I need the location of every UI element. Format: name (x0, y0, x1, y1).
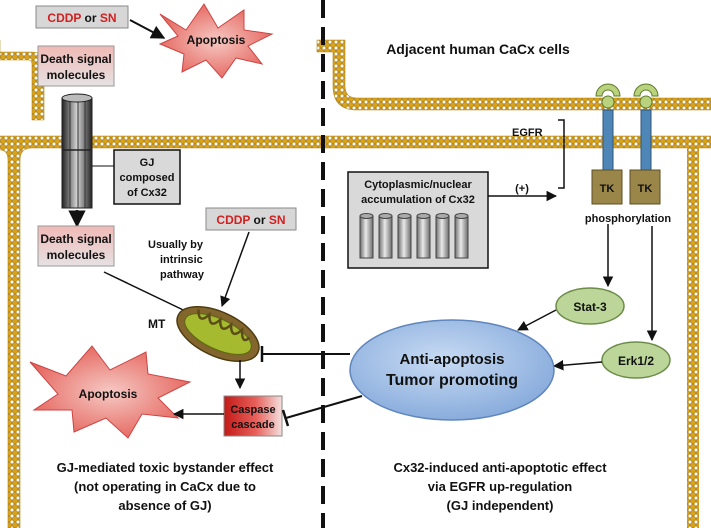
membrane-top-left (0, 40, 45, 121)
membrane-right-edge (687, 148, 699, 528)
right-footer: Cx32-induced anti-apoptotic effect via E… (393, 460, 607, 513)
plus-label: (+) (515, 183, 529, 195)
left-footer: GJ-mediated toxic bystander effect (not … (57, 460, 274, 513)
adjacent-cells-label: Adjacent human CaCx cells (386, 41, 570, 57)
svg-text:Death signal: Death signal (40, 52, 111, 66)
membrane-middle (0, 135, 711, 528)
egfr-receptor-2: TK (629, 83, 661, 205)
phosphorylation-label: phosphorylation (585, 213, 671, 225)
death-signal-box-top: Death signal molecules (37, 45, 115, 87)
caspase-cascade-box: Caspase cascade (223, 395, 283, 437)
svg-text:Cytoplasmic/nuclear: Cytoplasmic/nuclear (364, 179, 472, 191)
erk-node: Erk1/2 (601, 341, 671, 379)
mitochondrion (176, 305, 260, 363)
svg-text:CDDP or SN: CDDP or SN (47, 11, 116, 25)
svg-text:molecules: molecules (47, 68, 106, 82)
svg-text:Stat-3: Stat-3 (573, 300, 607, 314)
death-signal-box: Death signal molecules (37, 225, 115, 267)
apoptosis-burst-bottom: Apoptosis (29, 345, 192, 439)
membrane-top-right (316, 39, 711, 111)
svg-text:composed: composed (119, 172, 174, 184)
cell-membranes (0, 39, 711, 528)
svg-text:Death signal: Death signal (40, 232, 111, 246)
svg-text:intrinsic: intrinsic (160, 254, 203, 266)
svg-text:CDDP or SN: CDDP or SN (216, 213, 285, 227)
arrow-drug-to-mt (220, 231, 250, 307)
drug-box-top: CDDP or SN (35, 5, 129, 29)
gj-label-box: GJ composed of Cx32 (113, 149, 181, 205)
svg-text:(not operating in CaCx due to: (not operating in CaCx due to (74, 479, 256, 494)
egfr-label: EGFR (512, 127, 543, 139)
svg-text:TK: TK (638, 183, 653, 195)
svg-text:of Cx32: of Cx32 (127, 187, 167, 199)
apoptosis-bottom-label: Apoptosis (79, 387, 138, 401)
svg-text:GJ-mediated toxic bystander ef: GJ-mediated toxic bystander effect (57, 460, 274, 475)
cx32-accumulation-box: Cytoplasmic/nuclear accumulation of Cx32 (347, 171, 489, 269)
intrinsic-pathway-label: Usually by intrinsic pathway (148, 239, 205, 281)
svg-text:pathway: pathway (160, 269, 205, 281)
inhibition-to-mt (260, 346, 350, 362)
svg-text:Tumor promoting: Tumor promoting (386, 372, 518, 389)
apoptosis-burst-top: Apoptosis (158, 3, 274, 79)
stat3-node: Stat-3 (555, 287, 625, 325)
arrow-stat3-to-antiapoptosis (517, 309, 557, 331)
svg-text:Usually by: Usually by (148, 239, 204, 251)
svg-text:TK: TK (600, 183, 615, 195)
mt-label: MT (148, 317, 166, 331)
svg-text:Cx32-induced anti-apoptotic ef: Cx32-induced anti-apoptotic effect (393, 460, 607, 475)
svg-text:Erk1/2: Erk1/2 (618, 354, 654, 368)
apoptosis-top-label: Apoptosis (187, 33, 246, 47)
gap-junction-channel (61, 93, 93, 209)
svg-text:via EGFR up-regulation: via EGFR up-regulation (428, 479, 573, 494)
svg-text:Caspase: Caspase (230, 404, 275, 416)
svg-text:GJ: GJ (140, 157, 155, 169)
egfr-receptor-1: TK (591, 83, 623, 205)
svg-text:(GJ independent): (GJ independent) (447, 498, 554, 513)
svg-text:absence of GJ): absence of GJ) (118, 498, 211, 513)
cx32-cylinders (359, 213, 469, 259)
egfr-bracket (558, 119, 565, 189)
svg-text:cascade: cascade (231, 419, 274, 431)
svg-text:molecules: molecules (47, 248, 106, 262)
anti-apoptosis-node: Anti-apoptosis Tumor promoting (349, 319, 555, 421)
svg-text:accumulation of Cx32: accumulation of Cx32 (361, 194, 475, 206)
drug-box-mid: CDDP or SN (205, 207, 297, 231)
inhibition-to-caspase (281, 395, 363, 427)
arrow-erk-to-antiapoptosis (552, 359, 603, 371)
arrow-drug-to-apoptosis (129, 19, 166, 39)
svg-text:Anti-apoptosis: Anti-apoptosis (400, 351, 505, 368)
